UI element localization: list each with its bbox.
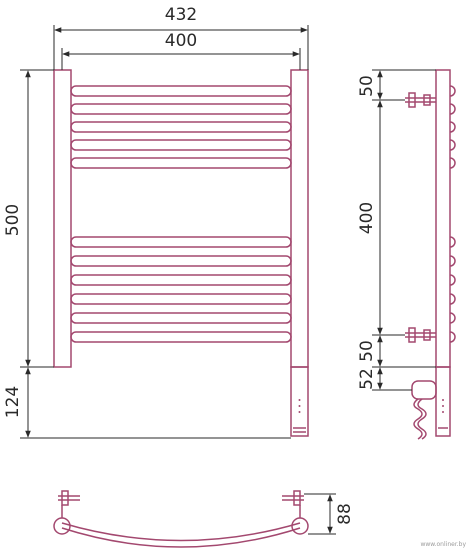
front-dimension-lines xyxy=(20,25,309,439)
watermark: www.onliner.by xyxy=(420,541,466,548)
top-view-arc xyxy=(61,522,301,542)
side-indicator-dots xyxy=(442,399,444,413)
bottom-bracket xyxy=(405,327,436,343)
power-connector xyxy=(411,380,437,440)
lower-bars xyxy=(70,236,292,343)
side-post xyxy=(435,69,451,368)
left-post-top xyxy=(53,517,71,535)
side-cable-block xyxy=(435,366,451,437)
side-top-offset-label: 50 xyxy=(357,75,377,97)
upper-bars xyxy=(70,85,292,169)
cable-block xyxy=(290,366,309,437)
center-distance-label: 400 xyxy=(165,31,197,51)
side-view xyxy=(405,69,456,440)
depth-label: 88 xyxy=(335,503,355,525)
left-post xyxy=(53,69,72,368)
top-dimension-lines xyxy=(304,493,336,535)
side-bar-ends xyxy=(449,85,456,343)
side-cable-offset-label: 52 xyxy=(357,368,377,390)
cable-section-label: 124 xyxy=(3,386,23,418)
top-view xyxy=(53,490,309,548)
height-label: 500 xyxy=(3,204,23,236)
indicator-dots xyxy=(298,399,301,413)
side-center-distance-label: 400 xyxy=(357,202,377,234)
overall-width-label: 432 xyxy=(165,5,197,25)
right-post-top xyxy=(291,517,309,535)
side-bottom-offset-label: 50 xyxy=(357,340,377,362)
front-view xyxy=(53,69,309,437)
top-bracket xyxy=(405,92,436,108)
side-dimension-lines xyxy=(372,69,436,391)
right-post xyxy=(290,69,309,368)
